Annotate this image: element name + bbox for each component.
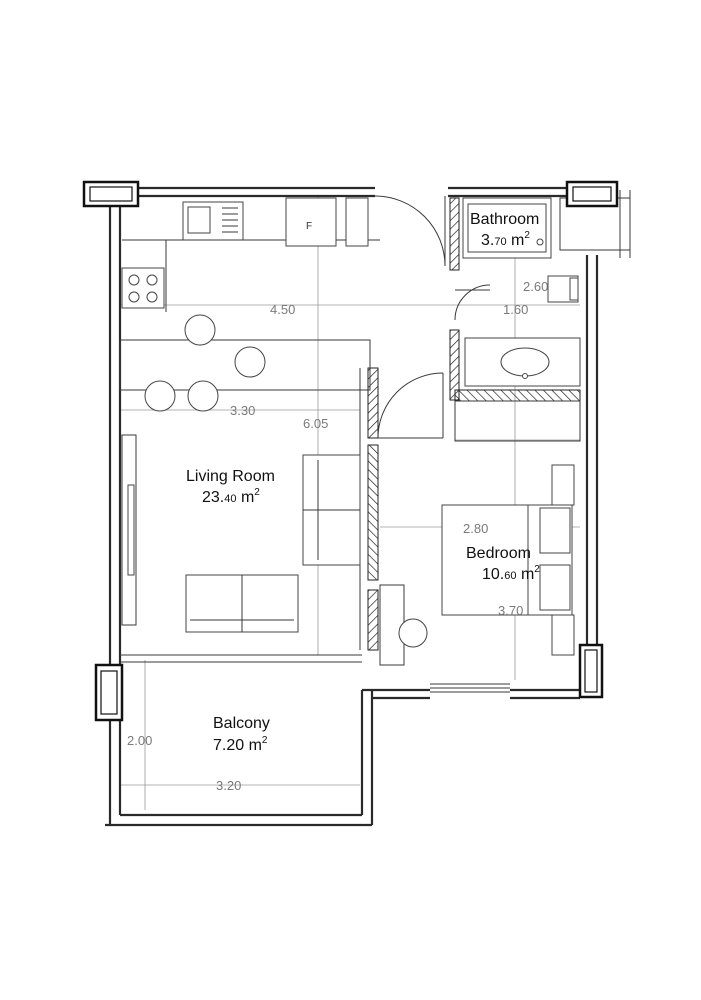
dim-4-50: 4.50 — [270, 302, 295, 317]
columns — [82, 180, 619, 722]
living-room-furniture — [121, 434, 361, 633]
dim-1-60: 1.60 — [503, 302, 528, 317]
fridge-label: F — [306, 221, 312, 232]
walls — [105, 186, 631, 827]
room-labels: Bathroom 3.70 m2 Living Room 23.40 m2 Be… — [186, 211, 540, 754]
bedroom-area: 10.60 m2 — [482, 564, 540, 583]
bathroom-fixtures — [462, 197, 581, 387]
dining-area — [119, 314, 371, 412]
living-room-label: Living Room — [186, 468, 275, 485]
balcony-area: 7.20 m2 — [213, 735, 268, 754]
living-room-area: 23.40 m2 — [202, 487, 260, 506]
kitchen — [121, 197, 380, 312]
doors — [374, 195, 491, 439]
dim-3-30: 3.30 — [230, 403, 255, 418]
bathroom-label: Bathroom — [470, 211, 539, 228]
dim-2-60: 2.60 — [523, 279, 548, 294]
dim-6-05: 6.05 — [303, 416, 328, 431]
dim-3-20: 3.20 — [216, 778, 241, 793]
dim-2-00: 2.00 — [127, 733, 152, 748]
dim-3-70: 3.70 — [498, 603, 523, 618]
dim-2-80: 2.80 — [463, 521, 488, 536]
bathroom-area: 3.70 m2 — [481, 230, 530, 249]
balcony-label: Balcony — [213, 715, 270, 732]
dimension-labels: 4.50 3.30 6.05 2.60 1.60 2.80 3.70 2.00 … — [127, 279, 548, 793]
bedroom-label: Bedroom — [466, 545, 531, 562]
bedroom-furniture — [379, 400, 581, 666]
